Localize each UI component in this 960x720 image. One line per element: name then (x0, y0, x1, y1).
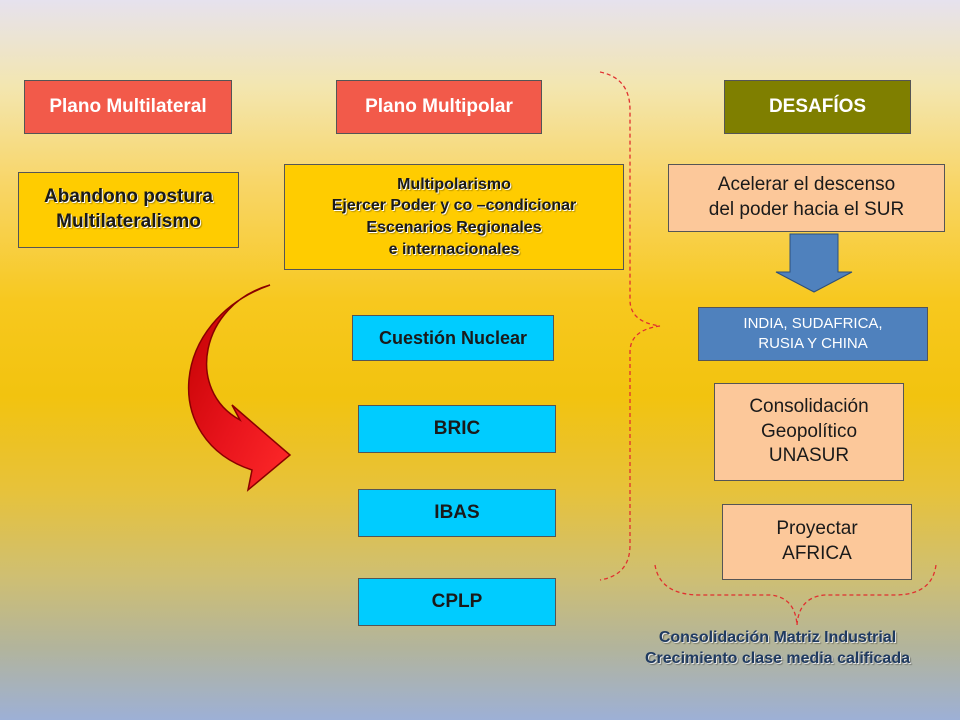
bric-label: BRIC (433, 418, 481, 439)
countries-line-1: INDIA, SUDAFRICA, (743, 314, 883, 332)
proyectar-line-1: Proyectar (776, 518, 858, 540)
header-plano-multilateral-label: Plano Multilateral (49, 96, 207, 117)
abandono-box: Abandono postura Multilateralismo (18, 172, 239, 248)
cplp-label: CPLP (431, 591, 483, 612)
down-arrow-icon (775, 233, 853, 293)
consolidacion-line-2: Geopolítico (760, 420, 858, 442)
cuestion-nuclear-box: Cuestión Nuclear (352, 315, 554, 361)
footer-text: Consolidación Matriz Industrial Crecimie… (595, 628, 960, 670)
countries-line-2: RUSIA Y CHINA (758, 335, 868, 352)
proyectar-line-2: AFRICA (782, 543, 852, 564)
acelerar-box: Acelerar el descenso del poder hacia el … (668, 164, 945, 232)
ibas-label: IBAS (434, 502, 480, 523)
multipolarismo-box: Multipolarismo Ejercer Poder y co –condi… (284, 164, 624, 270)
consolidacion-line-3: UNASUR (768, 445, 850, 467)
multipolarismo-line-2: Ejercer Poder y co –condicionar (331, 197, 577, 215)
horizontal-brace (654, 564, 937, 626)
cplp-box: CPLP (358, 578, 556, 626)
vertical-brace (599, 71, 661, 581)
footer-line-2: Crecimiento clase media calificada (644, 649, 910, 667)
header-plano-multipolar-label: Plano Multipolar (365, 96, 513, 117)
ibas-box: IBAS (358, 489, 556, 537)
countries-box: INDIA, SUDAFRICA, RUSIA Y CHINA (698, 307, 928, 361)
consolidacion-line-1: Consolidación (749, 395, 869, 417)
curved-arrow-icon (187, 284, 292, 492)
acelerar-line-1: Acelerar el descenso (717, 174, 896, 196)
multipolarismo-line-1: Multipolarismo (397, 175, 511, 193)
header-desafios-label: DESAFÍOS (768, 96, 867, 117)
multipolarismo-line-3: Escenarios Regionales (366, 219, 542, 236)
header-plano-multilateral: Plano Multilateral (24, 80, 232, 134)
bric-box: BRIC (358, 405, 556, 453)
header-desafios: DESAFÍOS (724, 80, 911, 134)
abandono-line-1: Abandono postura (44, 186, 213, 208)
abandono-line-2: Multilateralismo (56, 211, 201, 232)
footer-line-1: Consolidación Matriz Industrial (658, 629, 897, 646)
consolidacion-box: Consolidación Geopolítico UNASUR (714, 383, 904, 481)
cuestion-nuclear-label: Cuestión Nuclear (378, 327, 528, 348)
proyectar-box: Proyectar AFRICA (722, 504, 912, 580)
header-plano-multipolar: Plano Multipolar (336, 80, 542, 134)
acelerar-line-2: del poder hacia el SUR (708, 199, 905, 220)
multipolarismo-line-4: e internacionales (388, 240, 520, 258)
